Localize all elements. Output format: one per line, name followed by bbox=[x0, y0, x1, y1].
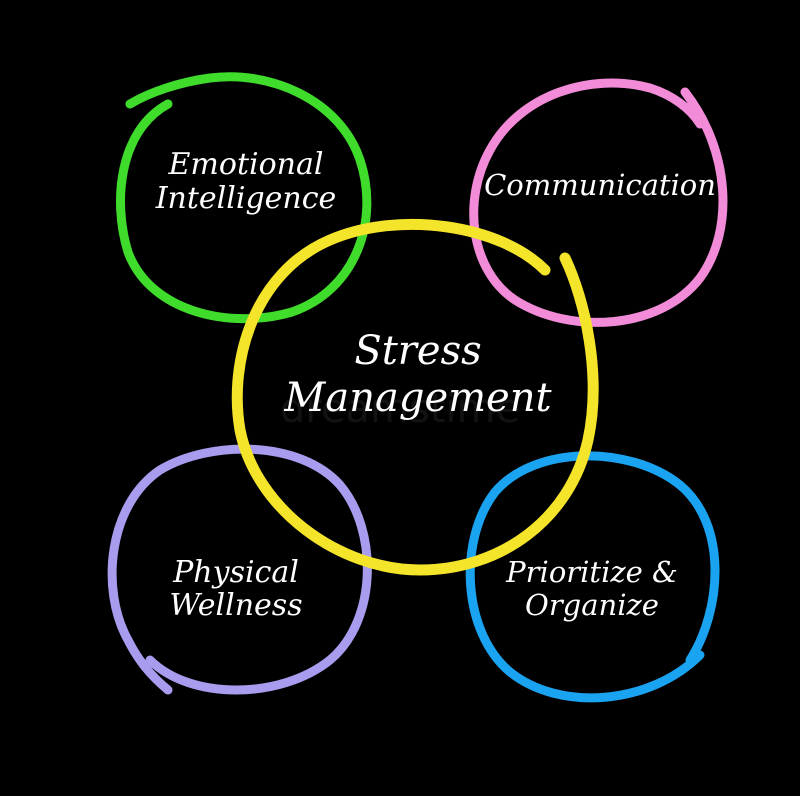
node-physical-wellness: Physical Wellness bbox=[107, 444, 372, 695]
node-communication: Communication bbox=[469, 78, 728, 327]
ring-communication bbox=[469, 78, 728, 327]
ring-physical-wellness bbox=[107, 444, 372, 695]
label-prioritize: Prioritize & bbox=[505, 555, 678, 589]
label-communication: Communication bbox=[484, 168, 716, 202]
ring-emotional-intelligence bbox=[116, 72, 372, 324]
label-wellness: Wellness bbox=[169, 588, 302, 623]
watermark-text: dreamstime bbox=[280, 386, 520, 432]
node-stress-management: Stress Management bbox=[231, 218, 599, 576]
label-organize: Organize bbox=[525, 588, 659, 622]
label-emotional: Emotional bbox=[168, 147, 324, 182]
center-label-management: Management bbox=[283, 375, 552, 421]
label-intelligence: Intelligence bbox=[155, 181, 337, 216]
node-prioritize-organize: Prioritize & Organize bbox=[465, 451, 720, 703]
label-physical: Physical bbox=[172, 555, 299, 590]
ring-stress-management bbox=[231, 218, 599, 576]
ring-prioritize-organize bbox=[465, 451, 720, 703]
node-emotional-intelligence: Emotional Intelligence bbox=[116, 72, 372, 324]
center-label-stress: Stress bbox=[354, 328, 481, 374]
